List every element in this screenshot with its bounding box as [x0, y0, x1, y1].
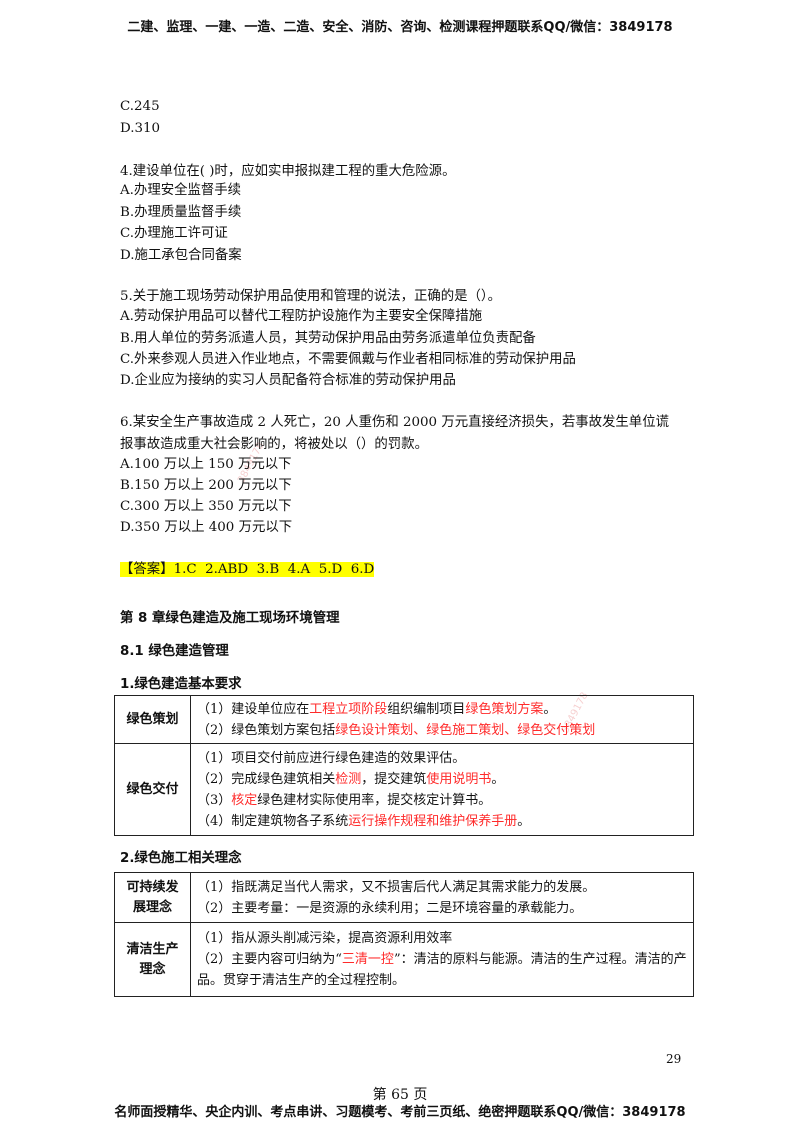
table-row: 可持续发展理念 （1）指既满足当代人需求，又不损害后代人满足其需求能力的发展。 … [114, 872, 694, 923]
content-line: （1）建设单位应在工程立项阶段组织编制项目绿色策划方案。 [197, 701, 557, 717]
content-line: （2）完成绿色建筑相关检测，提交建筑使用说明书。 [197, 771, 505, 787]
page-header: 二建、监理、一建、一造、二造、安全、消防、咨询、检测课程押题联系QQ/微信：38… [127, 20, 673, 35]
table-row: 清洁生产理念 （1）指从源头削减污染，提高资源利用效率 （2）主要内容可归纳为“… [114, 922, 694, 997]
row-label: 可持续发展理念 [114, 872, 191, 923]
option-b: B.办理质量监督手续 [120, 205, 242, 220]
content-line: （2）主要内容可归纳为“三清一控”：清洁的原料与能源。清洁的生产过程。清洁的产品… [197, 952, 687, 988]
answer-text: 1.C 2.ABD 3.B 4.A 5.D 6.D [173, 562, 375, 577]
row-content: （1）项目交付前应进行绿色建造的效果评估。 （2）完成绿色建筑相关检测，提交建筑… [190, 743, 694, 836]
subsection-title: 1.绿色建造基本要求 [120, 677, 242, 692]
option-a: A.办理安全监督手续 [120, 183, 242, 198]
option-b: B.用人单位的劳务派遣人员，其劳动保护用品由劳务派遣单位负责配备 [120, 331, 536, 346]
content-line: （4）制定建筑物各子系统运行操作规程和维护保养手册。 [197, 813, 531, 829]
option-d: D.310 [120, 121, 161, 136]
option-c: C.外来参观人员进入作业地点，不需要佩戴与作业者相同标准的劳动保护用品 [120, 352, 576, 367]
subsection-title: 2.绿色施工相关理念 [120, 851, 242, 866]
content-line: （1）指从源头削减污染，提高资源利用效率 [197, 931, 453, 946]
green-construction-concepts-table: 可持续发展理念 （1）指既满足当代人需求，又不损害后代人满足其需求能力的发展。 … [114, 872, 694, 997]
table-row: 绿色策划 （1）建设单位应在工程立项阶段组织编制项目绿色策划方案。 （2）绿色策… [114, 695, 694, 744]
chapter-title: 第 8 章绿色建造及施工现场环境管理 [120, 611, 340, 626]
row-content: （1）指既满足当代人需求，又不损害后代人满足其需求能力的发展。 （2）主要考量：… [190, 872, 694, 923]
question-stem: 5.关于施工现场劳动保护用品使用和管理的说法，正确的是（）。 [120, 289, 502, 304]
row-label: 绿色交付 [114, 743, 191, 836]
option-d: D.350 万以上 400 万元以下 [120, 520, 293, 535]
green-construction-table: 绿色策划 （1）建设单位应在工程立项阶段组织编制项目绿色策划方案。 （2）绿色策… [114, 695, 694, 836]
question-stem: 6.某安全生产事故造成 2 人死亡，20 人重伤和 2000 万元直接经济损失，… [120, 415, 669, 430]
page-label: 第 65 页 [372, 1087, 428, 1103]
table-row: 绿色交付 （1）项目交付前应进行绿色建造的效果评估。 （2）完成绿色建筑相关检测… [114, 743, 694, 836]
option-a: A.劳动保护用品可以替代工程防护设施作为主要安全保障措施 [120, 309, 483, 324]
page-number: 29 [666, 1052, 682, 1066]
option-b: B.150 万以上 200 万元以下 [120, 478, 292, 493]
option-d: D.施工承包合同备案 [120, 248, 242, 263]
option-c: C.300 万以上 350 万元以下 [120, 499, 292, 514]
page-footer: 名师面授精华、央企内训、考点串讲、习题模考、考前三页纸、绝密押题联系QQ/微信：… [114, 1105, 686, 1120]
answer-label: 【答案】 [120, 562, 174, 577]
content-line: （1）指既满足当代人需求，又不损害后代人满足其需求能力的发展。 [197, 879, 596, 895]
section-title: 8.1 绿色建造管理 [120, 644, 229, 659]
option-d: D.企业应为接纳的实习人员配备符合标准的劳动保护用品 [120, 373, 456, 388]
option-c: C.办理施工许可证 [120, 226, 228, 241]
row-content: （1）建设单位应在工程立项阶段组织编制项目绿色策划方案。 （2）绿色策划方案包括… [190, 695, 694, 744]
content-line: （2）绿色策划方案包括绿色设计策划、绿色施工策划、绿色交付策划 [197, 722, 596, 738]
row-label: 绿色策划 [114, 695, 191, 744]
content-line: （2）主要考量：一是资源的永续利用；二是环境容量的承载能力。 [197, 900, 583, 916]
question-stem-cont: 报事故造成重大社会影响的，将被处以（）的罚款。 [120, 437, 428, 452]
row-content: （1）指从源头削减污染，提高资源利用效率 （2）主要内容可归纳为“三清一控”：清… [190, 922, 694, 997]
answer-line: 【答案】1.C 2.ABD 3.B 4.A 5.D 6.D [120, 560, 375, 580]
row-label: 清洁生产理念 [114, 922, 191, 997]
option-a: A.100 万以上 150 万元以下 [120, 457, 292, 472]
content-line: （1）项目交付前应进行绿色建造的效果评估。 [197, 750, 466, 766]
content-line: （3）核定绿色建材实际使用率，提交核定计算书。 [197, 792, 492, 808]
question-stem: 4.建设单位在( )时，应如实申报拟建工程的重大危险源。 [120, 164, 456, 179]
option-c: C.245 [120, 99, 160, 114]
